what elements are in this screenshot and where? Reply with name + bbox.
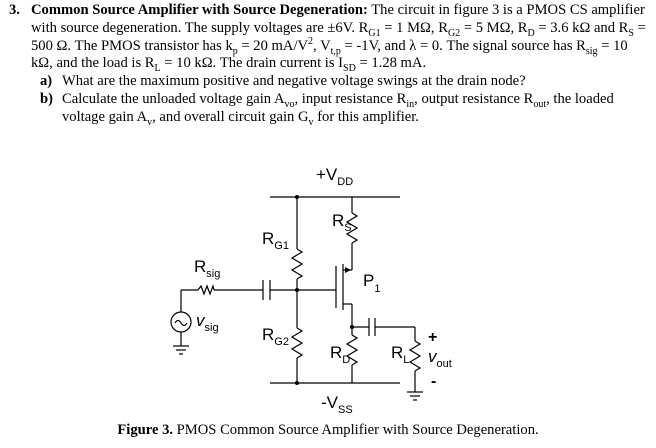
sub: G2 <box>447 27 461 39</box>
question-b-label: b) <box>40 90 53 107</box>
figure-caption-text: PMOS Common Source Amplifier with Source… <box>173 422 539 438</box>
problem-text: = 10 kΩ, and the load is R <box>31 37 628 72</box>
figure-caption-label: Figure 3. <box>117 422 174 438</box>
sub: t,p <box>330 45 341 57</box>
question-a-text: What are the maximum positive and negati… <box>62 73 526 90</box>
problem-statement: 3. Common Source Amplifier with Source De… <box>9 2 651 127</box>
sine-icon <box>174 319 188 327</box>
sub: S <box>628 27 634 39</box>
vout-plus-label: + <box>428 329 437 346</box>
rl-resistor <box>408 340 422 372</box>
problem-text: = 1 MΩ, R <box>380 19 448 36</box>
rs-resistor <box>345 212 359 244</box>
question-a: a) What are the maximum positive and nega… <box>9 73 651 91</box>
rsig-resistor <box>197 283 215 296</box>
problem-text: = 10 kΩ. The drain current is I <box>160 55 344 72</box>
question-b: b)Calculate the unloaded voltage gain Av… <box>9 91 651 127</box>
question-b-text: , input resistance R <box>294 90 407 107</box>
rg2-resistor <box>290 327 304 359</box>
sub: p <box>232 45 238 57</box>
question-b-text: , the loaded voltage gain A <box>62 90 614 125</box>
vsig-label: vsig <box>196 311 219 334</box>
problem-text: = 5 MΩ, R <box>460 19 528 36</box>
rg1-resistor <box>290 248 304 280</box>
junction-dot <box>350 325 354 329</box>
sub: G1 <box>368 27 381 39</box>
question-b-text: Calculate the unloaded voltage gain A <box>62 90 285 107</box>
junction-dot <box>295 288 299 292</box>
rd-resistor <box>345 334 359 366</box>
sub: sig <box>585 45 598 57</box>
rg2-label: RG2 <box>262 325 289 348</box>
sub: D <box>527 27 535 39</box>
problem-paragraph: 3. Common Source Amplifier with Source De… <box>9 2 651 75</box>
problem-title: Common Source Amplifier with Source Dege… <box>31 2 368 18</box>
rsig-label: Rsig <box>194 257 220 280</box>
vdd-label: +VDD <box>316 165 353 188</box>
sub: in <box>406 98 415 110</box>
p1-label: P1 <box>363 271 380 295</box>
vout-minus-label: - <box>431 373 436 390</box>
vss-label: -VSS <box>321 393 353 416</box>
problem-text: = 20 mA/V <box>237 37 309 54</box>
figure-caption: Figure 3. PMOS Common Source Amplifier w… <box>0 422 656 439</box>
sub: v <box>308 116 314 128</box>
sub: v <box>147 116 153 128</box>
rl-label: RL <box>391 343 409 366</box>
problem-text: = -1V, and λ = 0. The signal source has … <box>340 37 586 54</box>
sub: out <box>533 98 547 110</box>
question-b-text: for this amplifier. <box>313 108 419 125</box>
sup: 2 <box>308 35 314 47</box>
problem-text: = 1.28 mA. <box>355 55 427 72</box>
problem-text: , V <box>313 37 331 54</box>
rs-label: RS <box>332 211 352 234</box>
problem-text: = 500 Ω. The PMOS transistor has k <box>31 19 646 54</box>
problem-text: = 3.6 kΩ and R <box>534 19 629 36</box>
question-b-text: , and overall circuit gain G <box>152 108 309 125</box>
sub: SD <box>343 63 356 75</box>
sub: L <box>154 63 161 75</box>
sub: vo <box>284 98 295 110</box>
rd-label: RD <box>330 343 350 366</box>
vout-label: vout <box>428 347 452 370</box>
question-a-label: a) <box>40 73 53 90</box>
rg1-label: RG1 <box>262 229 289 252</box>
question-b-text: , output resistance R <box>414 90 534 107</box>
problem-text: The circuit in figure 3 is a PMOS CS amp… <box>31 2 645 36</box>
junction-dot <box>295 195 299 199</box>
problem-number: 3. <box>9 2 20 18</box>
pmos-arrow-icon <box>345 267 351 273</box>
junction-dot <box>295 381 299 385</box>
